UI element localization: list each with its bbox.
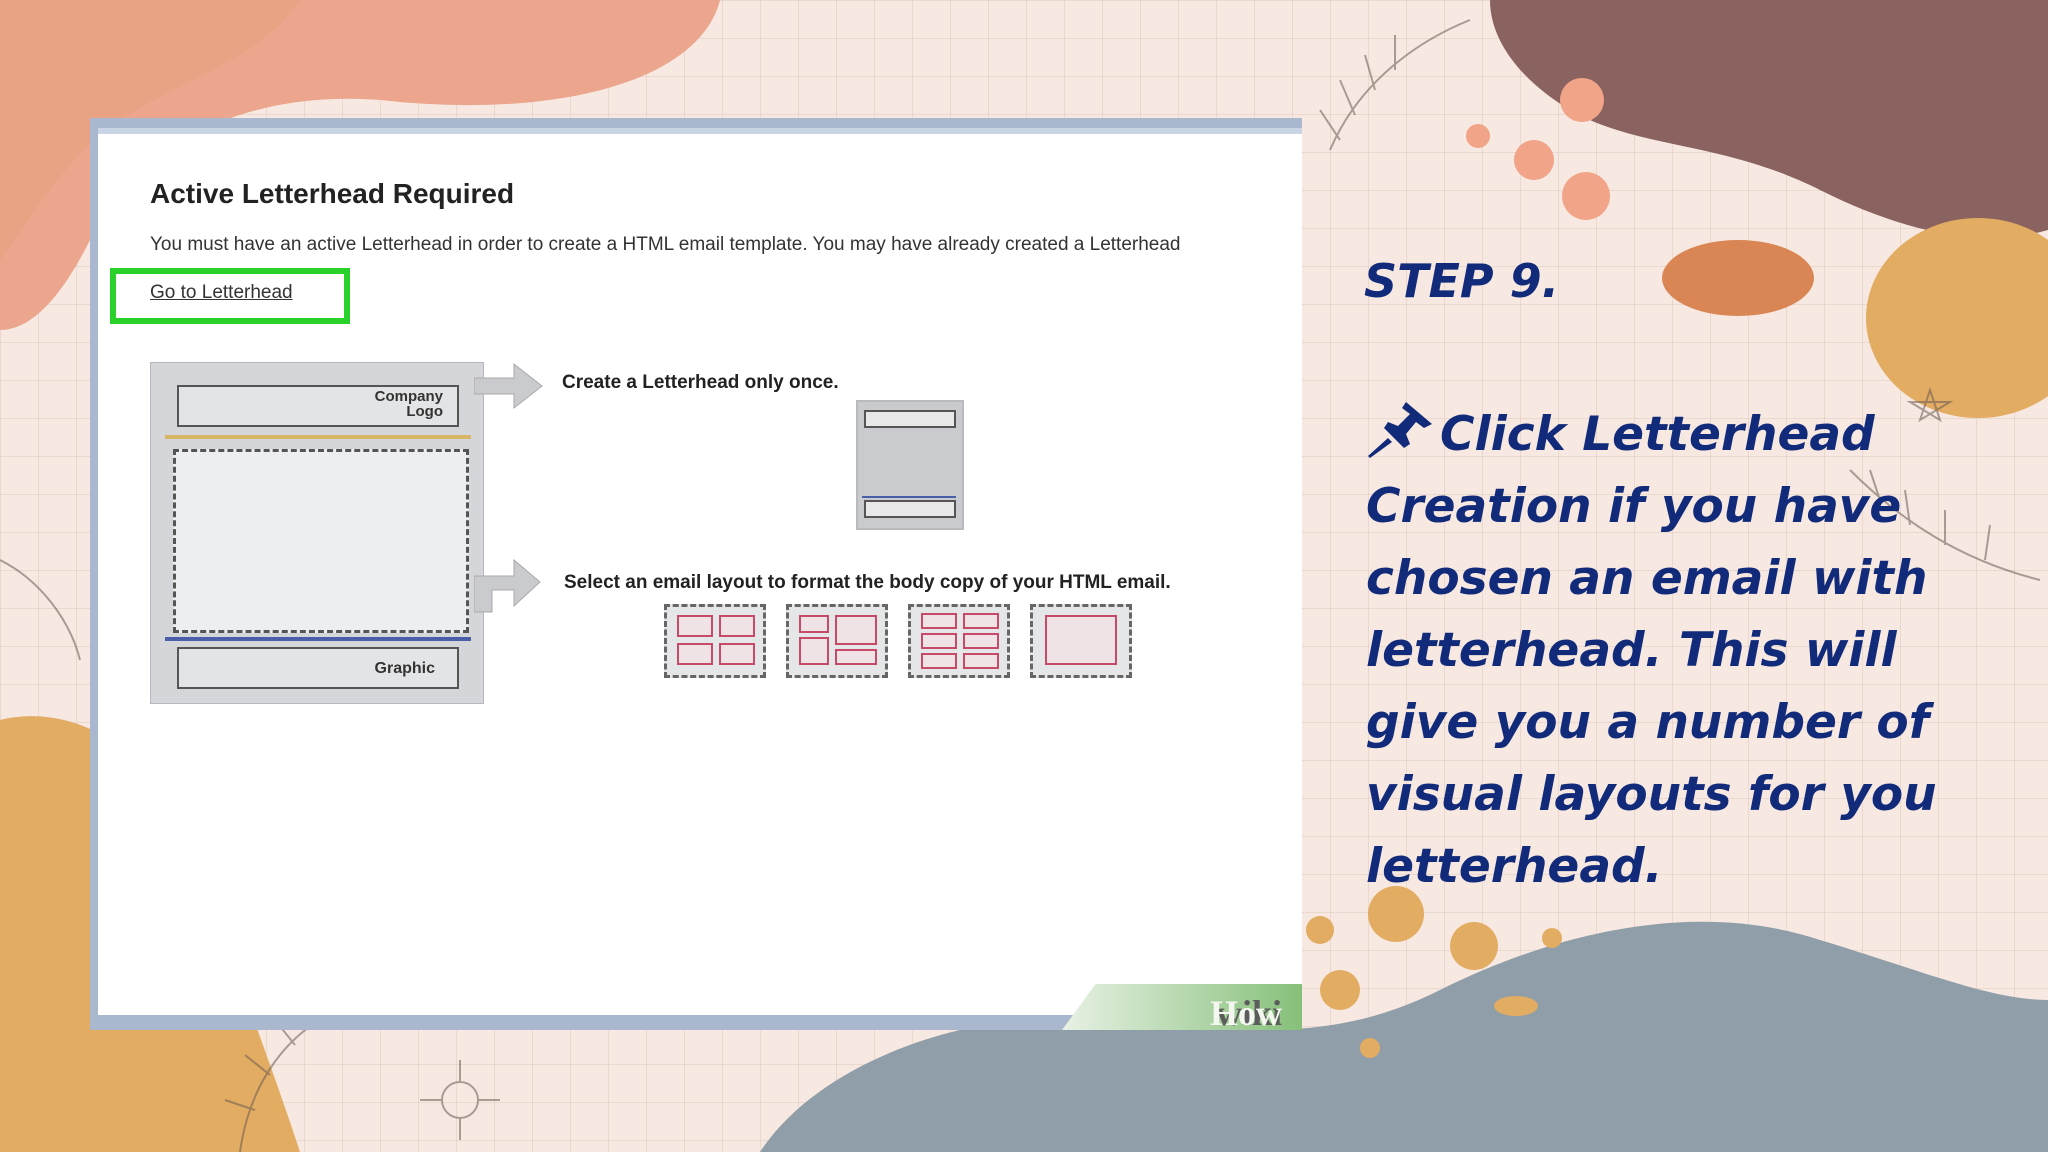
arrow-right-icon: [474, 362, 543, 410]
dialog-title: Active Letterhead Required: [150, 178, 515, 209]
pushpin-icon: [1368, 402, 1432, 458]
go-to-letterhead-link[interactable]: Go to Letterhead: [150, 282, 293, 303]
letterhead-thumbnail: [856, 400, 964, 530]
layout-option-four-grid[interactable]: [664, 604, 766, 678]
caption-create-letterhead: Create a Letterhead only once.: [562, 372, 839, 393]
layout-option-single[interactable]: [1030, 604, 1132, 678]
arrow-right-icon: [474, 558, 541, 613]
step-instructions: Click Letterhead Creation if you have ch…: [1366, 398, 2006, 903]
company-logo-label: Company Logo: [374, 388, 443, 420]
body-area: [173, 449, 469, 633]
company-logo-slot: Company Logo: [177, 385, 459, 427]
step-text: Click Letterhead Creation if you have ch…: [1366, 407, 1937, 894]
layout-option-mixed[interactable]: [786, 604, 888, 678]
divider-line: [165, 435, 471, 439]
watermark-how: How: [1210, 993, 1282, 1030]
screenshot-panel: Active Letterhead Required You must have…: [90, 118, 1302, 1030]
caption-select-layout: Select an email layout to format the bod…: [564, 572, 1171, 593]
letterhead-diagram: Company Logo Graphic: [150, 362, 484, 704]
graphic-label: Graphic: [374, 660, 435, 677]
link-highlight-box: [110, 268, 350, 324]
watermark-wiki: wiki: [1215, 993, 1282, 1030]
dialog-description: You must have an active Letterhead in or…: [150, 234, 1181, 255]
step-number: STEP 9.: [1364, 254, 1560, 308]
divider-line: [165, 637, 471, 641]
letterhead-dialog: Active Letterhead Required You must have…: [98, 128, 1302, 1015]
graphic-slot: Graphic: [177, 647, 459, 689]
layout-option-six-grid[interactable]: [908, 604, 1010, 678]
